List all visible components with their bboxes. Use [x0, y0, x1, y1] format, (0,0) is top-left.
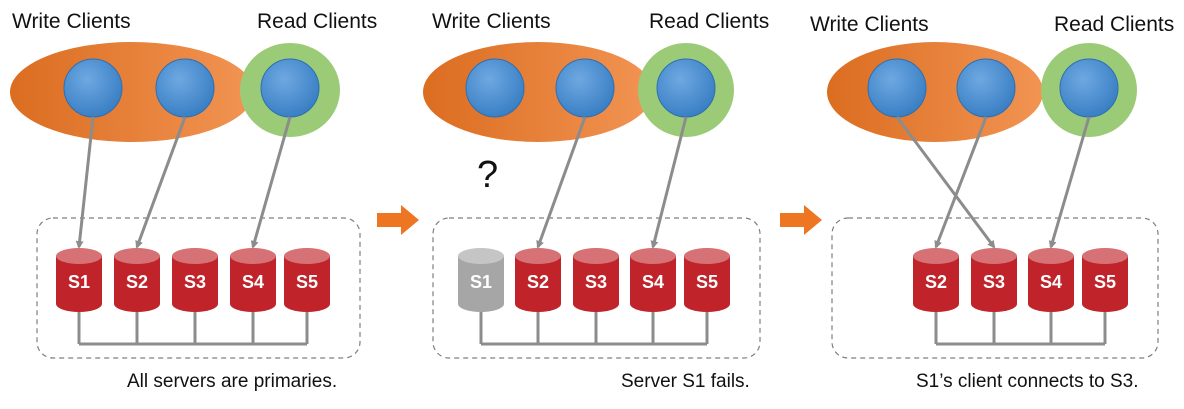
server-top [684, 248, 730, 264]
server-top [458, 248, 504, 264]
connection-client2-s2 [536, 116, 587, 249]
server-body [971, 256, 1017, 312]
connection-client1-s1 [75, 116, 95, 249]
server-body [458, 256, 504, 312]
read-clients-label: Read Clients [257, 10, 378, 33]
server-label: S2 [126, 272, 148, 292]
server-s1: S1 [56, 248, 102, 312]
server-body [230, 256, 276, 312]
server-body [284, 256, 330, 312]
write-clients-label: Write Clients [810, 13, 929, 36]
server-top [515, 248, 561, 264]
server-s4: S4 [1028, 248, 1074, 312]
server-label: S3 [184, 272, 206, 292]
server-label: S3 [983, 272, 1005, 292]
server-s3: S3 [971, 248, 1017, 312]
server-body [630, 256, 676, 312]
server-top [284, 248, 330, 264]
server-label: S5 [1094, 272, 1116, 292]
server-s4: S4 [630, 248, 676, 312]
connection-client3-s4 [1048, 116, 1091, 249]
transition-arrow-1 [377, 205, 419, 235]
write-client-1 [465, 58, 525, 118]
server-body [684, 256, 730, 312]
server-label: S3 [585, 272, 607, 292]
write-client-2 [956, 58, 1016, 118]
connection-client1-s3 [895, 116, 996, 249]
server-label: S1 [68, 272, 90, 292]
server-body [515, 256, 561, 312]
write-clients-label: Write Clients [432, 10, 551, 33]
server-body [56, 256, 102, 312]
read-clients-label: Read Clients [1054, 13, 1175, 36]
server-top [1082, 248, 1128, 264]
server-top [230, 248, 276, 264]
server-s4: S4 [230, 248, 276, 312]
panel-1-diagram: S1 S2 S3 S4 S5 [10, 42, 361, 359]
server-body [172, 256, 218, 312]
server-top [114, 248, 160, 264]
panel-2-diagram: S1 S2 S3 S4 S5 [423, 42, 761, 359]
write-clients-label: Write Clients [12, 10, 131, 33]
server-top [971, 248, 1017, 264]
server-group-box [36, 217, 361, 359]
panel-1: S1 S2 S3 S4 S5 Write Clients Read Clients Al… [0, 0, 400, 409]
server-label: S5 [696, 272, 718, 292]
write-client-2 [155, 58, 215, 118]
server-s1: S1 [458, 248, 504, 312]
server-top [172, 248, 218, 264]
transition-arrow-2 [780, 205, 822, 235]
server-s2: S2 [515, 248, 561, 312]
server-label: S4 [642, 272, 664, 292]
server-s2: S2 [913, 248, 959, 312]
question-mark: ? [477, 154, 499, 196]
server-s5: S5 [1082, 248, 1128, 312]
connection-client3-s4 [250, 116, 292, 249]
panel-3-diagram: S2 S3 S4 S5 [827, 42, 1159, 359]
server-s3: S3 [172, 248, 218, 312]
server-label: S5 [296, 272, 318, 292]
server-body [573, 256, 619, 312]
server-label: S2 [925, 272, 947, 292]
write-clients-group [10, 42, 254, 142]
server-top [1028, 248, 1074, 264]
server-s5: S5 [684, 248, 730, 312]
read-client [1059, 58, 1119, 118]
panel-caption: Server S1 fails. [621, 371, 750, 392]
server-group-box [831, 217, 1159, 359]
server-top [630, 248, 676, 264]
server-label: S1 [470, 272, 492, 292]
server-body [1082, 256, 1128, 312]
server-label: S4 [1040, 272, 1062, 292]
write-client-1 [63, 58, 123, 118]
read-client [656, 58, 716, 118]
arrow-shape [377, 205, 419, 235]
server-s3: S3 [573, 248, 619, 312]
server-s5: S5 [284, 248, 330, 312]
server-group-box [432, 217, 761, 359]
server-top [913, 248, 959, 264]
connection-client2-s2 [135, 116, 187, 249]
server-s2: S2 [114, 248, 160, 312]
write-client-2 [555, 58, 615, 118]
server-body [114, 256, 160, 312]
write-clients-group [423, 42, 653, 142]
server-body [913, 256, 959, 312]
server-label: S2 [527, 272, 549, 292]
connection-client3-s4 [650, 116, 688, 249]
write-client-1 [867, 58, 927, 118]
connection-client2-s2 [934, 116, 988, 249]
server-body [1028, 256, 1074, 312]
read-client [260, 58, 320, 118]
panel-caption: All servers are primaries. [127, 371, 338, 392]
read-clients-label: Read Clients [649, 10, 770, 33]
arrow-shape [780, 205, 822, 235]
server-top [573, 248, 619, 264]
panel-3: S2 S3 S4 S5 Write Clients Read Clients S1’s… [810, 0, 1184, 409]
server-top [56, 248, 102, 264]
server-label: S4 [242, 272, 264, 292]
panel-caption: S1’s client connects to S3. [916, 371, 1139, 392]
